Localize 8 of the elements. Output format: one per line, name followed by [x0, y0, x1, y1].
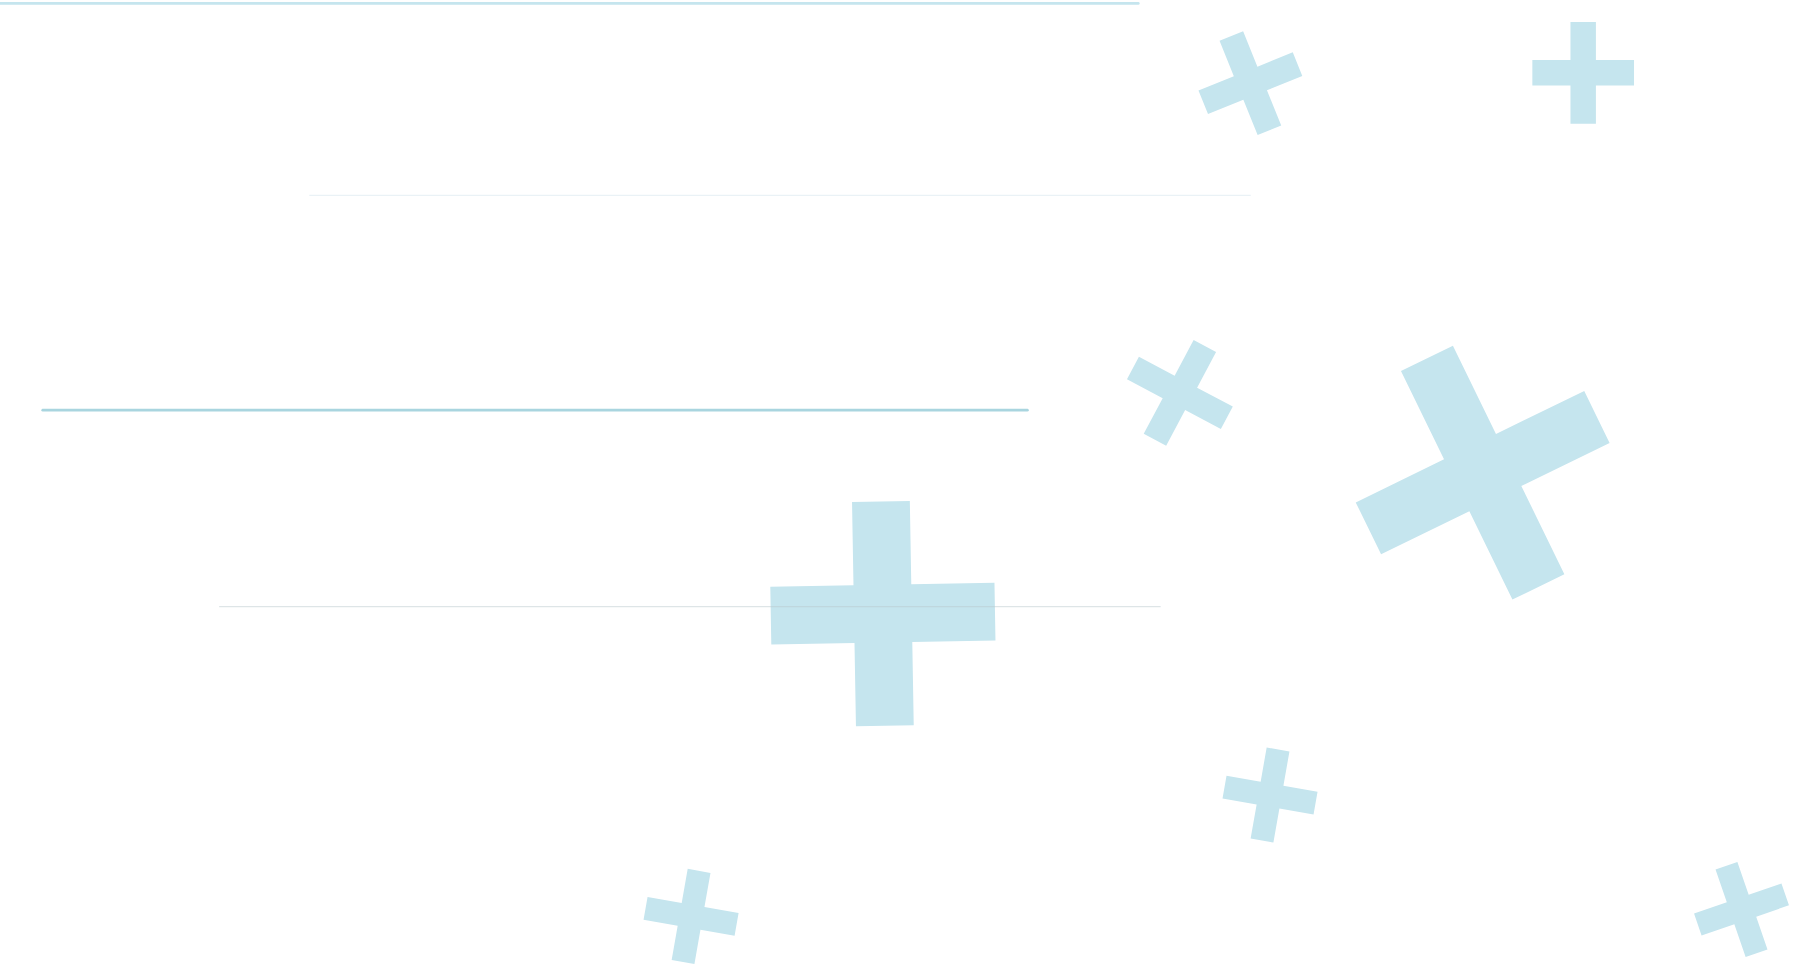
plus-sign: [770, 501, 996, 727]
plus-sign: [1532, 21, 1635, 124]
plus-sign: [1694, 862, 1789, 957]
plus-sign: [643, 868, 739, 964]
plus-sign: [1198, 31, 1303, 136]
plus-sign: [1127, 340, 1233, 446]
plus-sign: [1355, 345, 1610, 600]
plus-sign: [1222, 747, 1318, 843]
